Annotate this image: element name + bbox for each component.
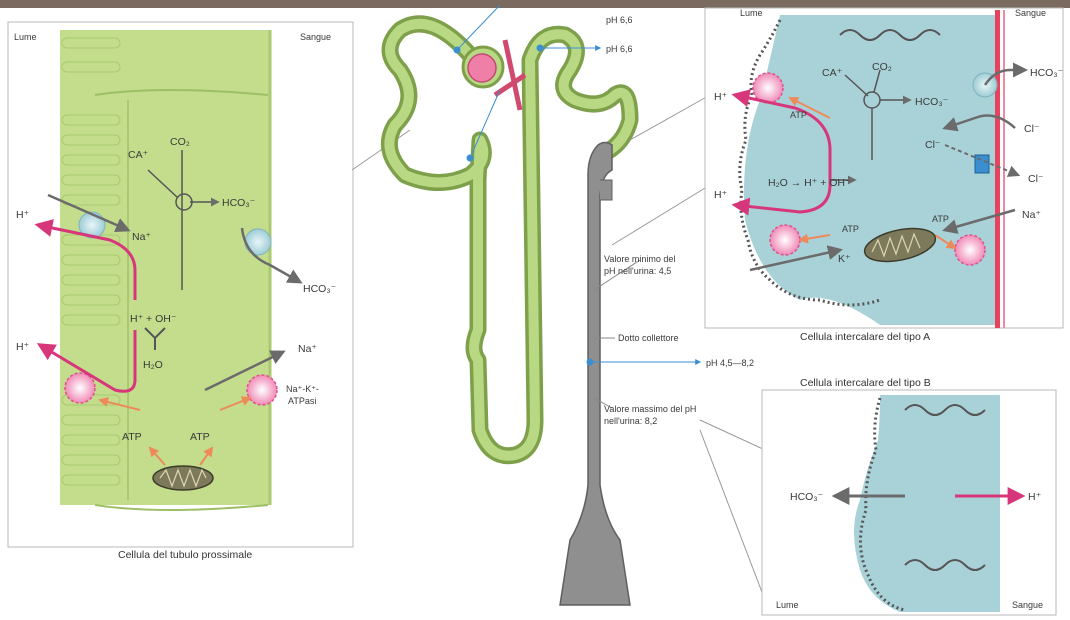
proximal-tubule-panel: Lume Sangue CA⁺ CO₂ HCO₃⁻ HCO₃⁻ H⁺ Na⁺ H… bbox=[8, 22, 353, 561]
type-a-cl-in-label: Cl⁻ bbox=[925, 139, 941, 151]
ph-mid-label: pH 6,6 bbox=[606, 44, 633, 54]
type-a-k-label: K⁺ bbox=[838, 253, 851, 265]
proximal-blood-label: Sangue bbox=[300, 32, 331, 42]
type-a-atp-2-label: ATP bbox=[842, 224, 859, 234]
min-ph-line1: Valore minimo del bbox=[604, 254, 675, 264]
proximal-cell-body bbox=[60, 30, 270, 505]
type-a-caption: Cellula intercalare del tipo A bbox=[800, 331, 930, 343]
type-a-na-k-pump bbox=[955, 235, 985, 265]
type-a-cl-exit-label: Cl⁻ bbox=[1028, 173, 1044, 185]
min-ph-line2: pH nell'urina: 4,5 bbox=[604, 266, 671, 276]
proton-pump bbox=[65, 373, 95, 403]
max-ph-line2: nell'urina: 8,2 bbox=[604, 416, 657, 426]
type-b-cell-panel: Cellula intercalare del tipo B HCO₃⁻ H⁺ … bbox=[762, 377, 1056, 615]
proximal-atp-left-label: ATP bbox=[122, 431, 142, 443]
type-b-hco3-label: HCO₃⁻ bbox=[790, 491, 824, 503]
type-b-connector-2 bbox=[700, 430, 765, 600]
type-a-blood-border bbox=[995, 10, 1000, 328]
collecting-duct bbox=[560, 143, 630, 606]
proximal-ca-label: CA⁺ bbox=[128, 149, 149, 161]
type-a-h-bottom-label: H⁺ bbox=[714, 189, 728, 201]
collecting-duct-label: Dotto collettore bbox=[618, 333, 679, 343]
proximal-atp-right-label: ATP bbox=[190, 431, 210, 443]
duct-branch bbox=[600, 180, 612, 200]
type-b-h-label: H⁺ bbox=[1028, 491, 1042, 503]
proximal-pump-label: Na⁺-K⁺- bbox=[286, 384, 319, 394]
hco3-cotransporter bbox=[245, 229, 271, 255]
type-a-blood-label: Sangue bbox=[1015, 8, 1046, 18]
type-a-atp-1-label: ATP bbox=[790, 110, 807, 120]
type-a-pump-bottom bbox=[770, 225, 800, 255]
proximal-hco3-out-label: HCO₃⁻ bbox=[303, 283, 337, 295]
proximal-co2-label: CO₂ bbox=[170, 136, 190, 148]
nephron-illustration: pH 6,6 pH 6,6 Valore minimo del pH nell'… bbox=[389, 5, 754, 605]
type-a-connector-2 bbox=[612, 185, 710, 245]
ph-range-label: pH 4,5—8,2 bbox=[706, 358, 754, 368]
type-a-cl-channel bbox=[975, 155, 989, 173]
type-a-ca-label: CA⁺ bbox=[822, 67, 843, 79]
proximal-caption: Cellula del tubulo prossimale bbox=[118, 549, 252, 561]
glomerulus bbox=[468, 54, 496, 82]
type-b-title: Cellula intercalare del tipo B bbox=[800, 377, 931, 389]
type-a-lumen-label: Lume bbox=[740, 8, 763, 18]
type-a-na-label: Na⁺ bbox=[1022, 209, 1041, 221]
type-a-cell-body bbox=[744, 15, 995, 325]
max-ph-line1: Valore massimo del pH bbox=[604, 404, 696, 414]
type-b-blood-label: Sangue bbox=[1012, 600, 1043, 610]
type-a-cl-out-label: Cl⁻ bbox=[1024, 123, 1040, 135]
proximal-lumen-label: Lume bbox=[14, 32, 37, 42]
proximal-h-oh-label: H⁺ + OH⁻ bbox=[130, 313, 177, 325]
type-a-h2o-eq-label: H₂O → H⁺ + OH⁻ bbox=[768, 177, 851, 189]
type-a-hco3-inside-label: HCO₃⁻ bbox=[915, 96, 949, 108]
proximal-h2o-label: H₂O bbox=[143, 359, 163, 371]
type-a-cell-panel: Lume Sangue CA⁺ CO₂ HCO₃⁻ HCO₃⁻ Cl⁻ Cl⁻ … bbox=[705, 8, 1064, 343]
mitochondrion-proximal bbox=[153, 466, 213, 490]
type-a-atp-3-label: ATP bbox=[932, 214, 949, 224]
proximal-h-top-label: H⁺ bbox=[16, 209, 30, 221]
type-a-h-top-label: H⁺ bbox=[714, 91, 728, 103]
proximal-na-in-label: Na⁺ bbox=[132, 231, 151, 243]
proximal-na-blood-label: Na⁺ bbox=[298, 343, 317, 355]
type-a-connector-1 bbox=[630, 95, 710, 140]
proximal-hco3-inside-label: HCO₃⁻ bbox=[222, 197, 256, 209]
proximal-h-bottom-label: H⁺ bbox=[16, 341, 30, 353]
ph-top-label: pH 6,6 bbox=[606, 15, 633, 25]
ph-leader-top bbox=[457, 5, 500, 50]
type-b-lumen-label: Lume bbox=[776, 600, 799, 610]
na-k-atpase bbox=[247, 375, 277, 405]
type-a-hco3-out-label: HCO₃⁻ bbox=[1030, 67, 1064, 79]
proximal-pump-label-2: ATPasi bbox=[288, 396, 316, 406]
type-b-connector-1 bbox=[700, 420, 765, 450]
type-a-co2-label: CO₂ bbox=[872, 61, 892, 73]
